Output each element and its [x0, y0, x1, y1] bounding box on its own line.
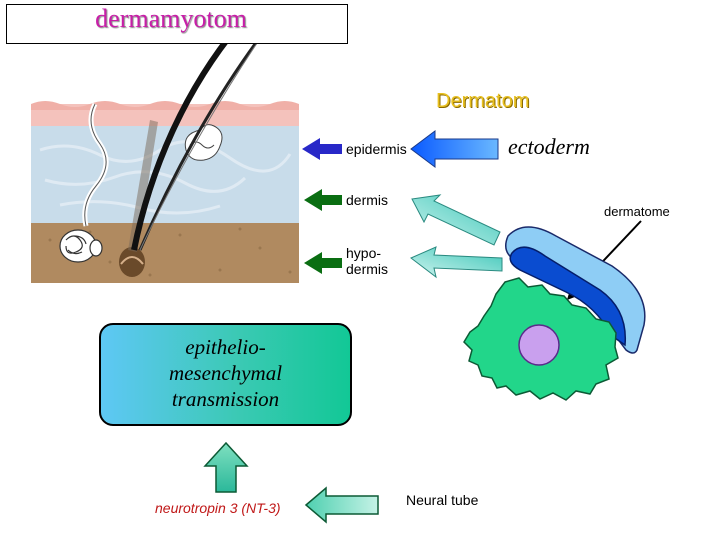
somite: [463, 226, 646, 401]
ectoderm-label: ectoderm: [508, 134, 590, 159]
emt-box: [99, 323, 352, 426]
neural-tube-arrow: [304, 486, 379, 524]
sebaceous-gland: [184, 124, 223, 161]
hypodermis-arrow: [304, 252, 342, 274]
emt-label-line2: mesenchymal: [168, 361, 283, 385]
nt3-label: neurotropin 3 (NT-3): [155, 500, 281, 516]
ectoderm-arrow: [410, 130, 499, 168]
dermatom-heading: Dermatom: [436, 90, 530, 112]
dermis-label: dermis: [346, 192, 389, 208]
nt3-up-arrow: [203, 441, 249, 493]
skin-illustration: [31, 101, 299, 283]
emt-label: epithelio- mesenchymal transmission: [99, 334, 352, 412]
page-title: dermamyotom: [95, 4, 247, 33]
hair-shaft: [131, 24, 241, 251]
neural-tube-label: Neural tube: [406, 492, 479, 508]
epidermis-label: epidermis: [346, 141, 407, 157]
hypodermis-teal-arrow: [410, 246, 503, 279]
myotome-shape: [509, 246, 627, 347]
dermatome-label: dermatome: [604, 204, 670, 219]
hypodermis-label-line1: hypo-: [346, 245, 382, 261]
epidermis-arrow: [302, 138, 342, 160]
hypodermis-label: hypo- dermis: [346, 245, 388, 277]
hair-bulb: [119, 247, 145, 277]
emt-label-line1: epithelio-: [185, 335, 266, 359]
title-box: [6, 4, 348, 44]
nucleus: [518, 324, 560, 366]
dermis-arrow: [304, 189, 342, 211]
sweat-gland: [59, 229, 103, 263]
hypodermis-label-line2: dermis: [346, 261, 389, 277]
dermis-teal-arrow: [411, 194, 501, 246]
emt-label-line3: transmission: [171, 387, 280, 411]
